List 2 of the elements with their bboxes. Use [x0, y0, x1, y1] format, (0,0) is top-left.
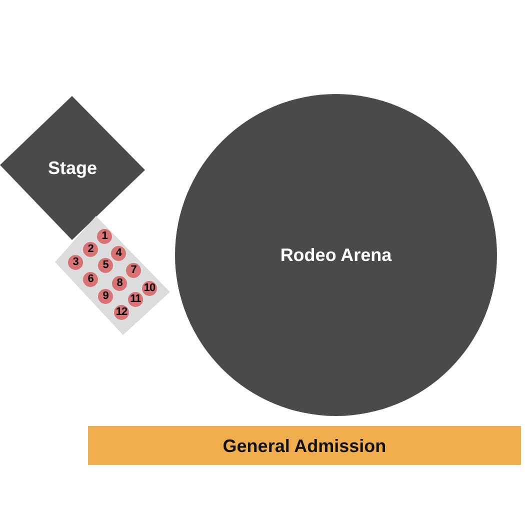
admission-bar: General Admission — [88, 426, 521, 465]
seating-section — [55, 216, 170, 335]
